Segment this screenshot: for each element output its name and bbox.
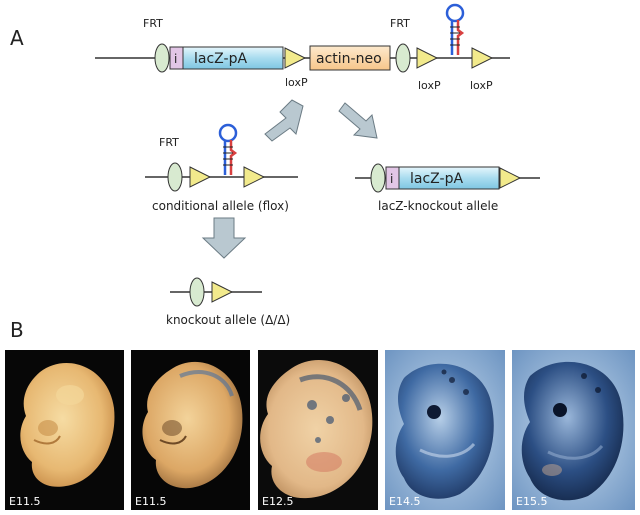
stage-label-3: E12.5 [262, 495, 293, 508]
stage-label-4: E14.5 [389, 495, 420, 508]
actin-neo-label: actin-neo [316, 51, 382, 67]
embryo-image-2: E11.5 [131, 350, 250, 510]
conditional-loxp-2 [243, 166, 266, 188]
hairpin-exon-top [445, 3, 465, 55]
stage-label-2: E11.5 [135, 495, 166, 508]
stage-label-5: E15.5 [516, 495, 547, 508]
hairpin-exon-conditional [218, 123, 238, 175]
lacz-ko-caption: lacZ-knockout allele [378, 199, 498, 213]
conditional-caption: conditional allele (flox) [152, 199, 289, 213]
embryo-image-5: E15.5 [512, 350, 635, 510]
knockout-allele: knockout allele (Δ/Δ) [166, 277, 290, 327]
embryo-image-3: E12.5 [258, 350, 378, 510]
embryo-image-4: E14.5 [385, 350, 505, 510]
loxp-site-3 [471, 47, 494, 69]
conditional-loxp-1 [189, 166, 212, 188]
lacz-ko-loxp [499, 167, 522, 189]
loxp-site-1 [284, 47, 307, 69]
loxp-label-1: loxP [285, 76, 308, 89]
lacz-ko-box [398, 166, 500, 190]
frt-label-right: FRT [390, 17, 410, 30]
arrow-to-lacz-knockout [338, 102, 378, 139]
embryo-image-1: E11.5 [5, 350, 124, 510]
frt-site-left [154, 43, 170, 73]
actin-neo-box [309, 45, 391, 71]
knockout-loxp [211, 281, 234, 303]
conditional-frt-site [167, 162, 183, 192]
lacz-ko-intron-label: i [390, 172, 393, 186]
conditional-frt-label: FRT [159, 136, 179, 149]
lacz-ko-label: lacZ-pA [410, 171, 463, 187]
lacz-ko-frt-site [370, 163, 386, 193]
intron-label: i [174, 52, 177, 66]
stage-label-1: E11.5 [9, 495, 40, 508]
panel-a-letter: A [10, 26, 24, 50]
lacz-pa-box [182, 46, 284, 70]
lacz-pa-label: lacZ-pA [194, 51, 247, 67]
knockout-caption: knockout allele (Δ/Δ) [166, 313, 290, 327]
frt-site-right [395, 43, 411, 73]
loxp-label-2: loxP [418, 79, 441, 92]
top-construct: FRT i lacZ-pA loxP actin-neo FRT loxP lo… [95, 3, 510, 92]
loxp-label-3: loxP [470, 79, 493, 92]
frt-label-left: FRT [143, 17, 163, 30]
arrow-to-knockout [201, 217, 247, 259]
knockout-frt-site [189, 277, 205, 307]
conditional-allele: FRT conditional allele (flox) [145, 123, 298, 213]
lacz-knockout-allele: i lacZ-pA lacZ-knockout allele [355, 163, 540, 213]
panel-b-letter: B [10, 318, 24, 342]
loxp-site-2 [416, 47, 439, 69]
arrow-to-conditional [264, 99, 304, 142]
